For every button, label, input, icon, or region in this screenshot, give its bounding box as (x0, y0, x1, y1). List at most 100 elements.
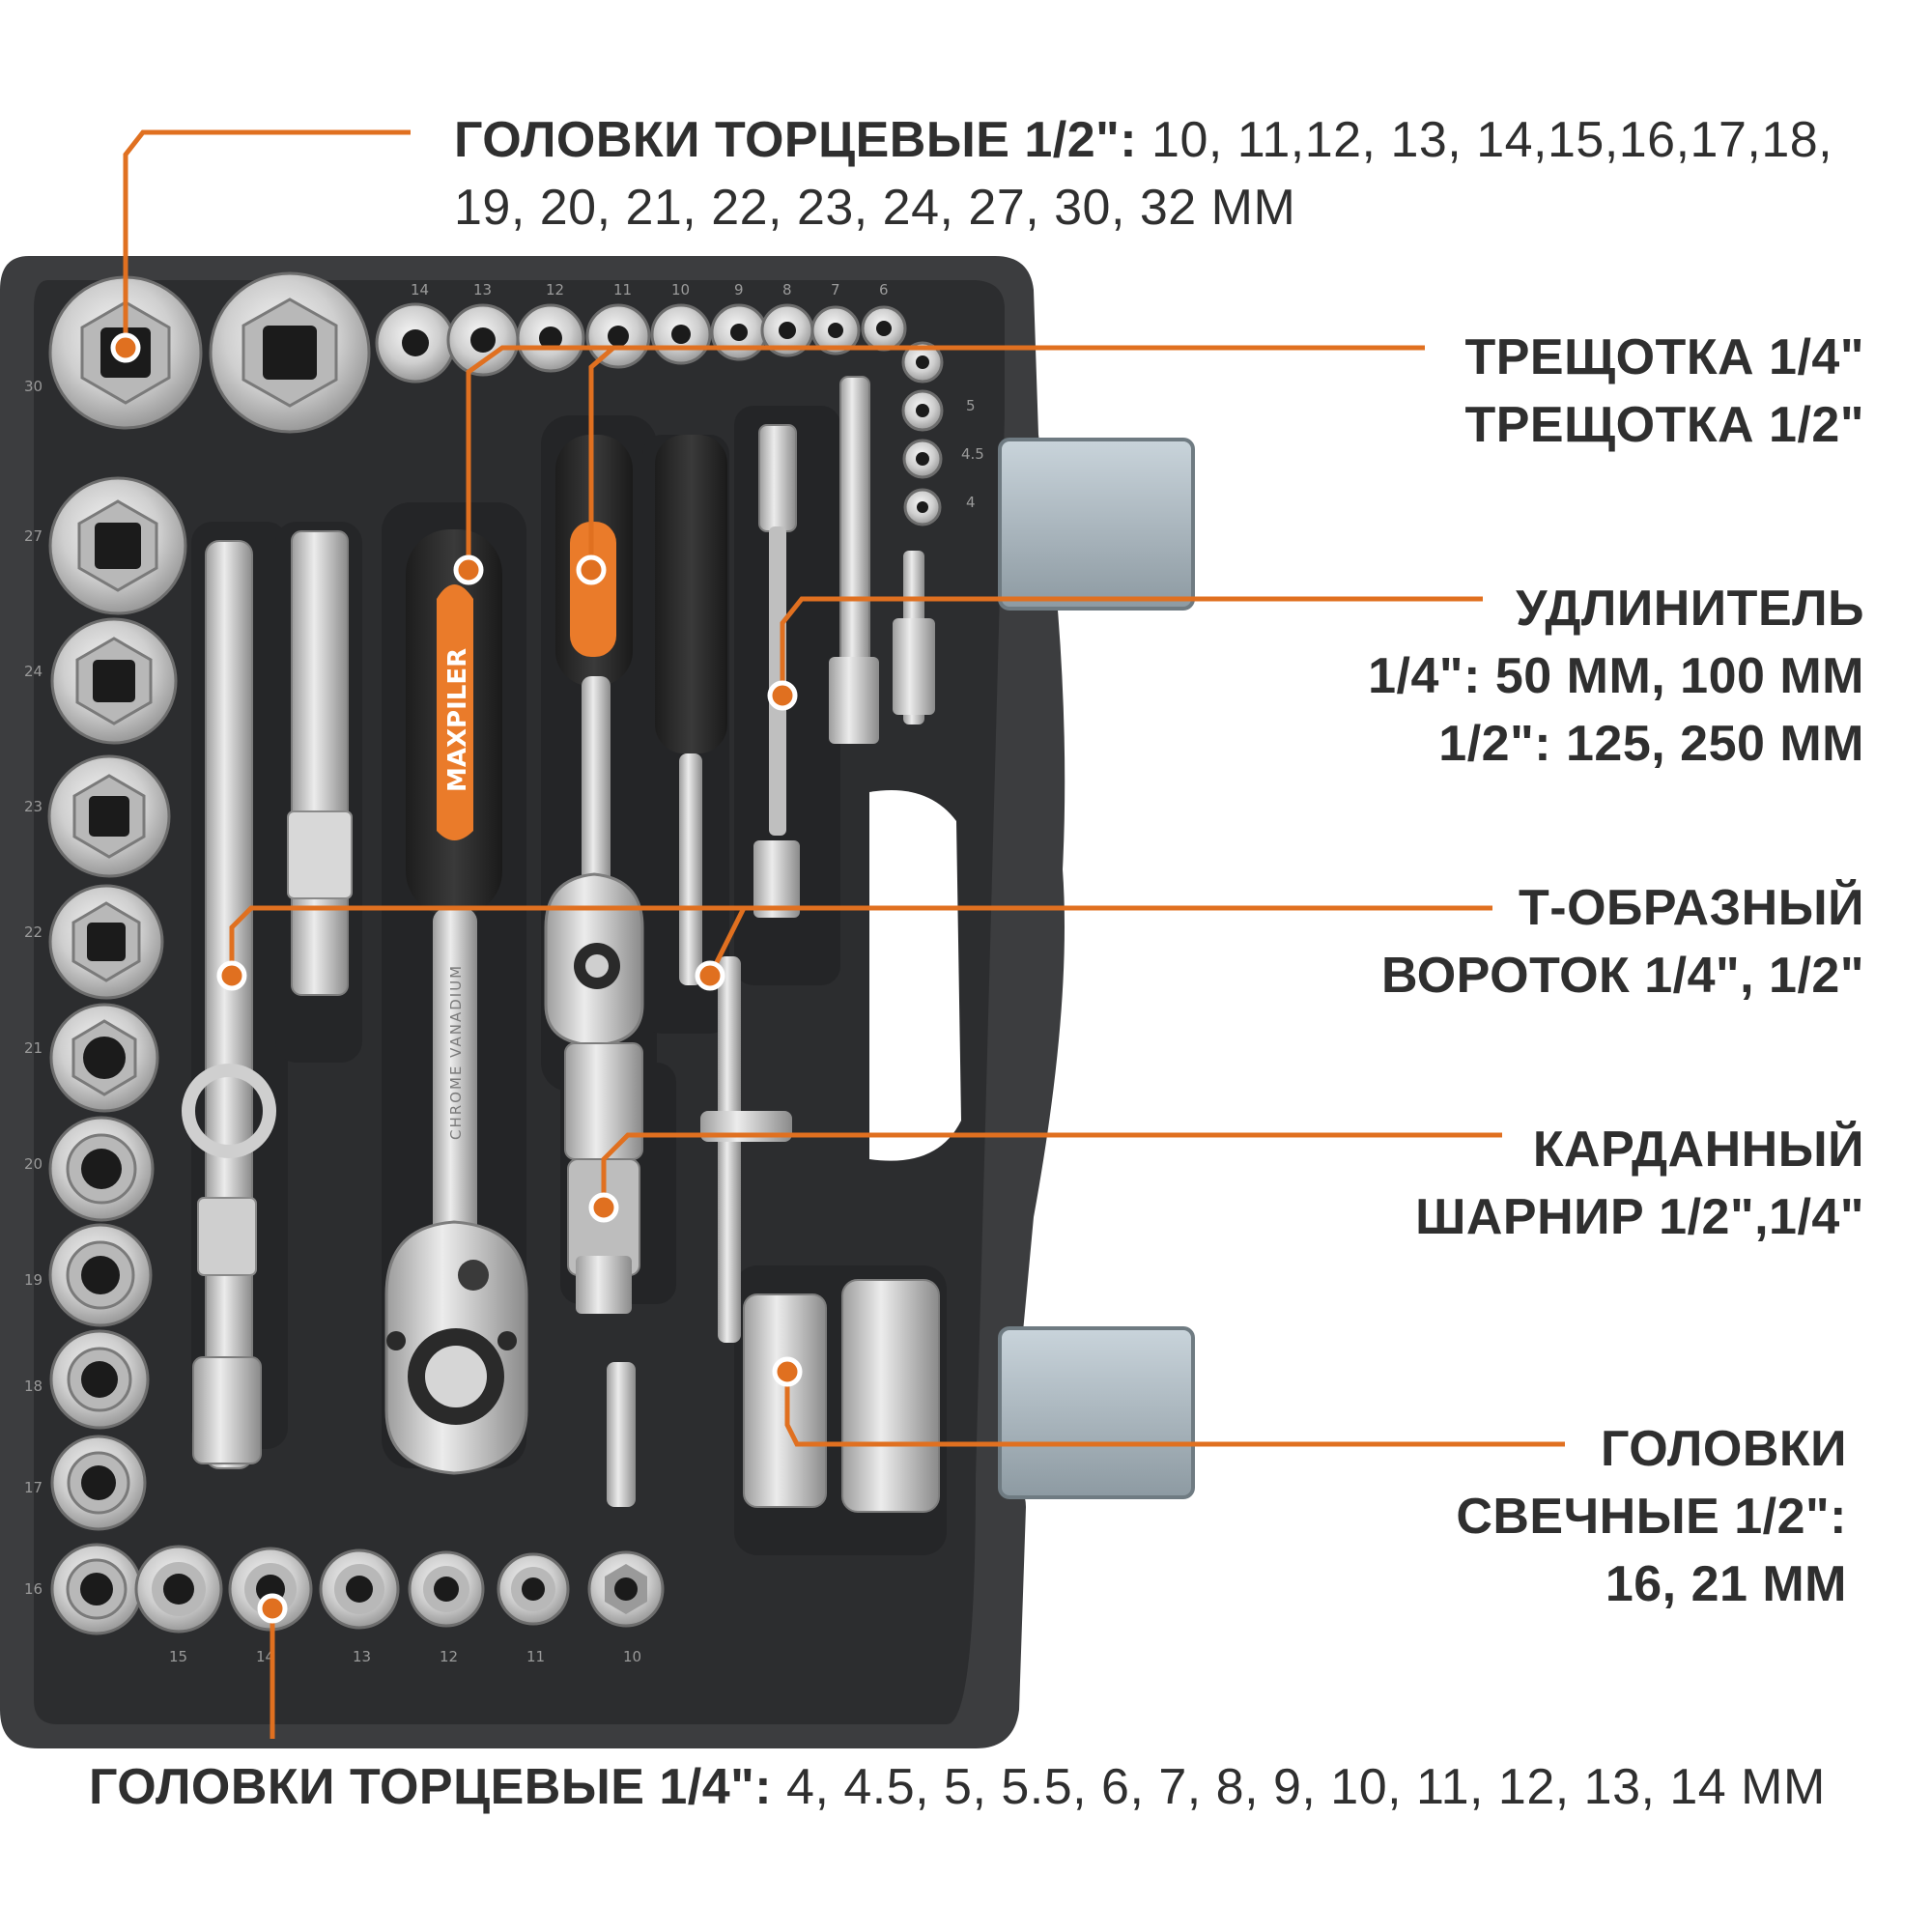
leader-line (123, 129, 411, 348)
case-number: 11 (526, 1648, 545, 1665)
case-number: 11 (613, 281, 632, 298)
brand-label: MAXPILER (443, 648, 472, 792)
label-line: 1/2": 125, 250 ММ (1438, 716, 1864, 772)
latch-icon (998, 438, 1195, 1499)
case-number: 24 (24, 663, 43, 680)
case-number: 10 (671, 281, 690, 298)
socket (48, 1116, 155, 1222)
case-number: 13 (353, 1648, 371, 1665)
socket (710, 303, 768, 361)
socket (516, 303, 585, 373)
case-handle-cutout (869, 790, 961, 1161)
socket (901, 341, 944, 384)
case-number: 17 (24, 1479, 43, 1496)
sockets-bottom-row (134, 1545, 665, 1634)
circle-dot-icon (110, 332, 803, 1624)
socket (585, 303, 651, 369)
case-number: 27 (24, 527, 43, 545)
label-line: Т-ОБРАЗНЫЙ (1519, 880, 1864, 936)
label-sockets-half-inch: ГОЛОВКИ ТОРЦЕВЫЕ 1/2": 10, 11,12, 13, 14… (454, 106, 1833, 242)
label-values: 19, 20, 21, 22, 23, 24, 27, 30, 32 ММ (454, 180, 1296, 236)
label-values: 10, 11,12, 13, 14,15,16,17,18, (1137, 112, 1833, 168)
label-line: ШАРНИР 1/2",1/4" (1415, 1189, 1864, 1245)
label-title: ГОЛОВКИ ТОРЦЕВЫЕ 1/4": (89, 1759, 773, 1815)
quarter-extensions (753, 376, 935, 918)
label-universal-joint: КАРДАННЫЙ ШАРНИР 1/2",1/4" (1415, 1116, 1864, 1251)
socket (901, 389, 944, 432)
label-line: 1/4": 50 ММ, 100 ММ (1368, 648, 1864, 704)
socket (48, 476, 187, 615)
case-number: 9 (734, 281, 744, 298)
socket (861, 305, 907, 352)
tool-case (0, 256, 1065, 1748)
socket (49, 1329, 150, 1430)
case-number: 20 (24, 1155, 43, 1173)
case-number: 10 (623, 1648, 641, 1665)
socket (50, 1435, 147, 1531)
label-line: ГОЛОВКИ (1600, 1421, 1847, 1477)
case-number: 21 (24, 1039, 43, 1057)
socket (48, 1223, 153, 1327)
leader-line (780, 596, 1483, 696)
case-number: 5 (966, 397, 976, 414)
sockets-half-inch (47, 271, 371, 1635)
socket (50, 1543, 143, 1635)
label-line: КАРДАННЫЙ (1532, 1122, 1864, 1178)
socket (49, 1003, 159, 1113)
case-number: 30 (24, 378, 43, 395)
case-number: 7 (831, 281, 840, 298)
extension-bars (182, 530, 353, 1469)
socket (48, 884, 164, 1000)
case-number: 18 (24, 1378, 43, 1395)
socket (47, 754, 171, 878)
case-number: 12 (440, 1648, 458, 1665)
label-spark-plug: ГОЛОВКИ СВЕЧНЫЕ 1/2": 16, 21 ММ (1456, 1415, 1847, 1618)
case-number: 8 (782, 281, 792, 298)
socket (375, 302, 456, 384)
label-line: СВЕЧНЫЕ 1/2": (1456, 1489, 1847, 1545)
case-number: 16 (24, 1580, 43, 1598)
spark-plug-sockets (743, 1279, 940, 1513)
label-title: ГОЛОВКИ ТОРЦЕВЫЕ 1/2": (454, 112, 1138, 168)
case-number: 4.5 (961, 445, 984, 463)
label-ratchet: ТРЕЩОТКА 1/4" ТРЕЩОТКА 1/2" (1464, 324, 1864, 459)
socket (587, 1550, 665, 1628)
socket (408, 1550, 485, 1628)
label-line: ВОРОТОК 1/4", 1/2" (1380, 948, 1864, 1004)
socket (903, 488, 942, 526)
ratchet-half-inch: MAXPILER CHROME VANADIUM (384, 529, 528, 1475)
socket (902, 439, 943, 479)
leader-line (588, 345, 1425, 570)
case-number: 12 (546, 281, 564, 298)
case-number: 23 (24, 798, 43, 815)
leader-lines (123, 129, 1565, 1739)
socket (497, 1552, 570, 1626)
socket (50, 617, 178, 745)
case-number: 6 (879, 281, 889, 298)
leader-line (707, 905, 1492, 978)
socket (319, 1548, 400, 1630)
label-line: 16, 21 ММ (1605, 1556, 1847, 1612)
leader-line (601, 1132, 1502, 1208)
case-number: 22 (24, 923, 43, 941)
sockets-top-row (375, 302, 944, 526)
label-line: ТРЕЩОТКА 1/4" (1464, 329, 1864, 385)
t-handle (655, 435, 792, 1343)
etched-text: CHROME VANADIUM (447, 964, 465, 1140)
label-line: УДЛИНИТЕЛЬ (1516, 581, 1864, 637)
case-number: 19 (24, 1271, 43, 1289)
label-t-handle: Т-ОБРАЗНЫЙ ВОРОТОК 1/4", 1/2" (1381, 874, 1864, 1009)
socket (760, 303, 814, 357)
label-line: ТРЕЩОТКА 1/2" (1464, 397, 1864, 453)
leader-line (784, 1372, 1565, 1447)
ratchet-quarter-inch (544, 435, 644, 1047)
socket (446, 303, 520, 377)
socket (810, 305, 861, 355)
socket (209, 271, 371, 434)
socket (650, 303, 712, 365)
case-number: 15 (169, 1648, 187, 1665)
case-number: 14 (411, 281, 429, 298)
label-values: 4, 4.5, 5, 5.5, 6, 7, 8, 9, 10, 11, 12, … (772, 1759, 1826, 1815)
case-number: 4 (966, 494, 976, 511)
